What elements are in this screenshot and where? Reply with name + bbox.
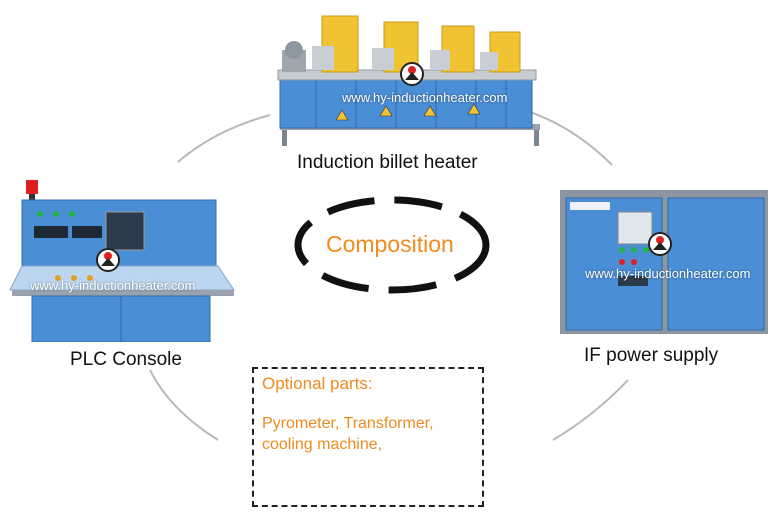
label-if-power-supply: IF power supply [584, 345, 719, 366]
if-power-supply-image [560, 190, 768, 334]
watermark-left: www.hy-inductionheater.com [30, 278, 196, 293]
watermark-right: www.hy-inductionheater.com [585, 266, 751, 281]
induction-billet-heater-image [276, 12, 546, 148]
arc-top-right [529, 111, 613, 166]
plc-console-image [8, 178, 240, 343]
arc-bottom-left [149, 369, 219, 441]
label-plc-console: PLC Console [70, 349, 182, 370]
arc-top-left [177, 114, 271, 163]
composition-ring [294, 196, 490, 294]
optional-parts-heading: Optional parts: [262, 374, 373, 393]
optional-parts-line-2: cooling machine, [262, 436, 383, 453]
arc-bottom-right [552, 379, 629, 441]
optional-parts-box [252, 367, 484, 507]
watermark-top: www.hy-inductionheater.com [342, 90, 508, 105]
optional-parts-line-1: Pyrometer, Transformer, [262, 415, 434, 432]
label-induction-billet-heater: Induction billet heater [297, 152, 478, 173]
composition-title: Composition [326, 231, 454, 257]
